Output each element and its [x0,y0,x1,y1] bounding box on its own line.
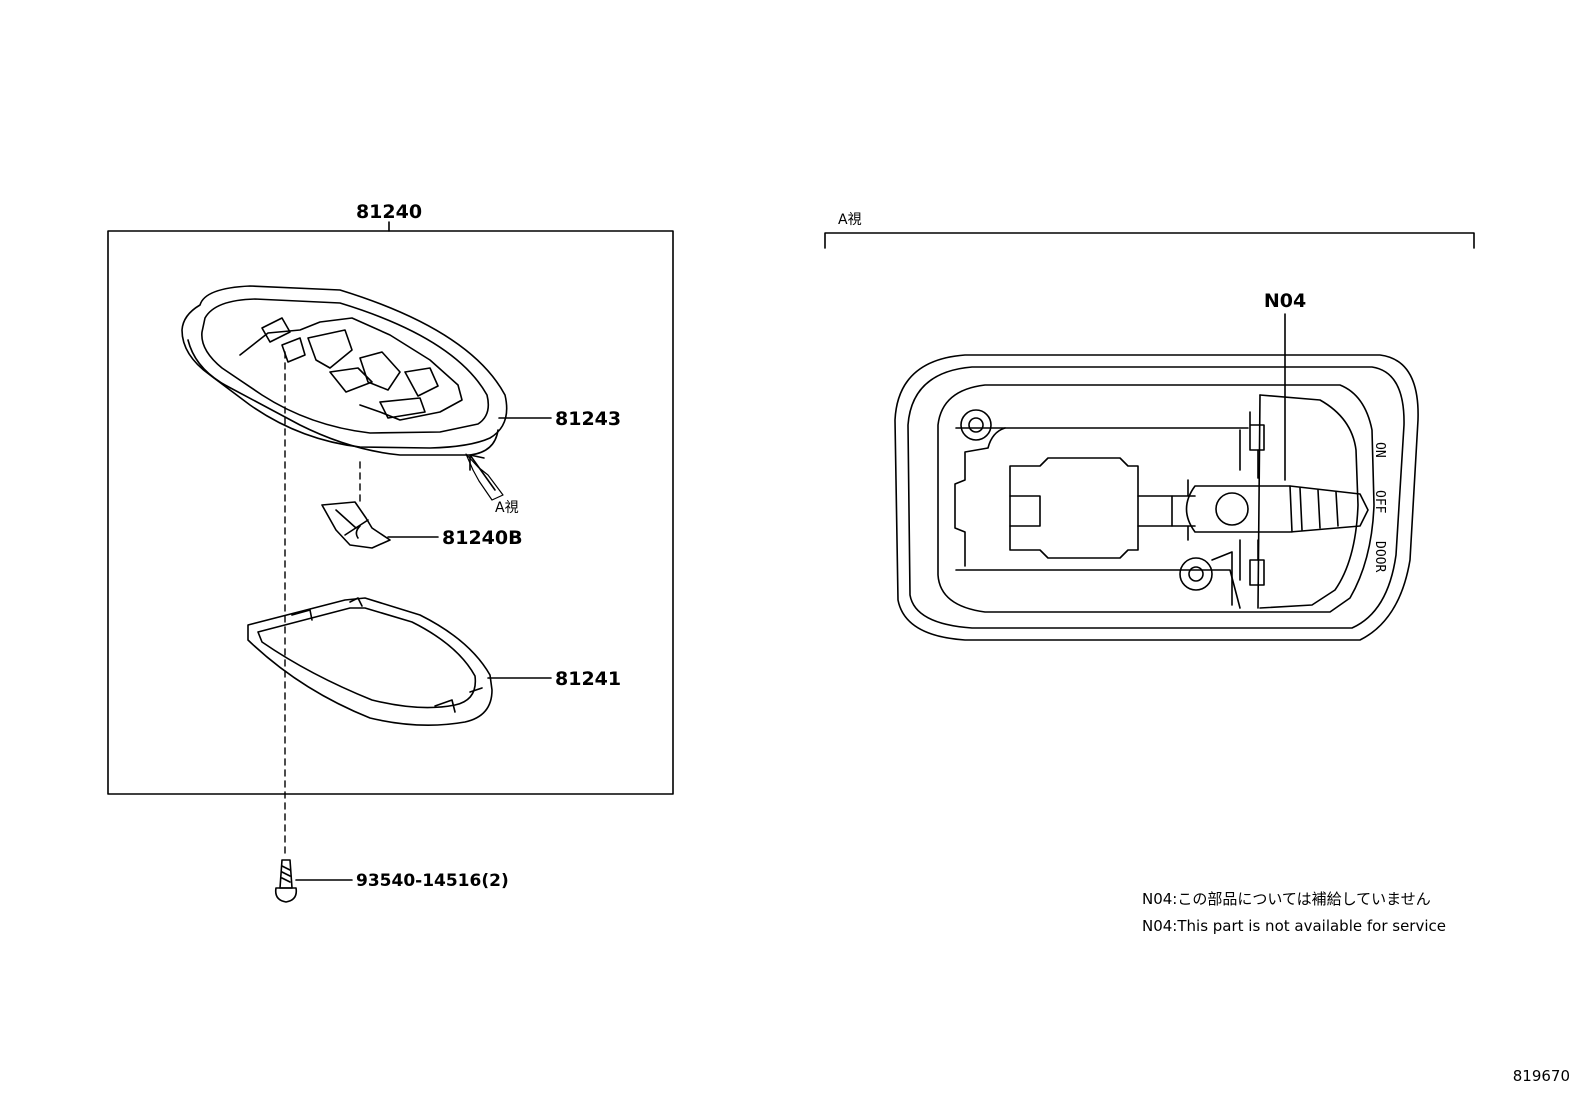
switch-label-off: OFF [1372,490,1387,514]
label-view-a-title: A視 [838,212,862,228]
label-93540-14516: 93540-14516(2) [356,871,509,891]
label-N04: N04 [1264,290,1306,312]
note-en: N04:This part is not available for servi… [1142,917,1446,935]
label-view-arrow: A視 [495,500,519,516]
switch-label-on: ON [1372,442,1387,458]
bulb-81240B [321,501,391,549]
base-81241 [247,597,493,726]
note-jp: N04:この部品については補給していません [1142,890,1431,908]
switch-label-door: DOOR [1372,541,1387,572]
view-a-bracket [824,232,1475,249]
label-81240: 81240 [356,201,422,223]
lens-housing-81243 [181,285,508,456]
figure-number: 819670 [1512,1067,1570,1085]
assembly-frame [107,230,674,795]
label-81240B: 81240B [442,527,523,549]
label-81241: 81241 [555,668,621,690]
label-81243: 81243 [555,408,621,430]
switch-housing-view [894,354,1419,641]
screw-93540-14516 [274,859,298,903]
